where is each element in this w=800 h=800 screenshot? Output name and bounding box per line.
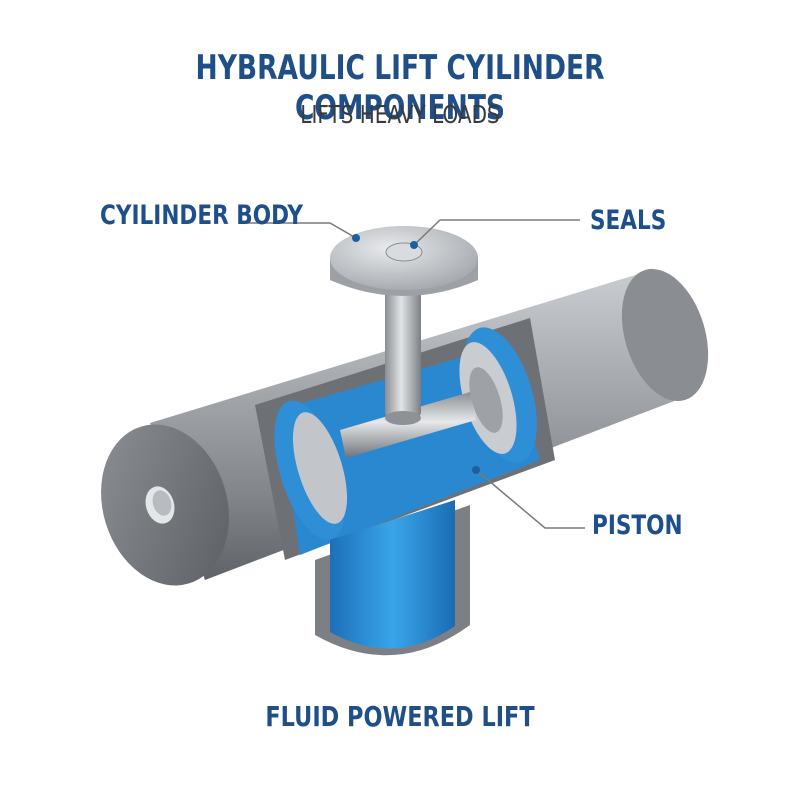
page-subtitle: LIFTS HEAVY LOADS	[300, 100, 500, 129]
piston-rod	[340, 392, 476, 458]
page-title: HYBRAULIC LIFT CYILINDER COMPONENTS	[195, 48, 605, 128]
fluid-pipe	[315, 500, 470, 656]
seals-leader	[413, 219, 580, 246]
cylinder-body-leader	[245, 222, 357, 239]
footer-caption: FLUID POWERED LIFT	[265, 700, 535, 733]
lift-rod	[330, 226, 478, 425]
piston-leader	[475, 469, 585, 529]
label-cylinder-body: CYILINDER BODY	[100, 200, 304, 231]
cutaway-section	[255, 318, 555, 560]
label-piston: PISTON	[592, 510, 683, 541]
label-seals: SEALS	[590, 205, 667, 236]
leader-lines	[245, 219, 585, 529]
